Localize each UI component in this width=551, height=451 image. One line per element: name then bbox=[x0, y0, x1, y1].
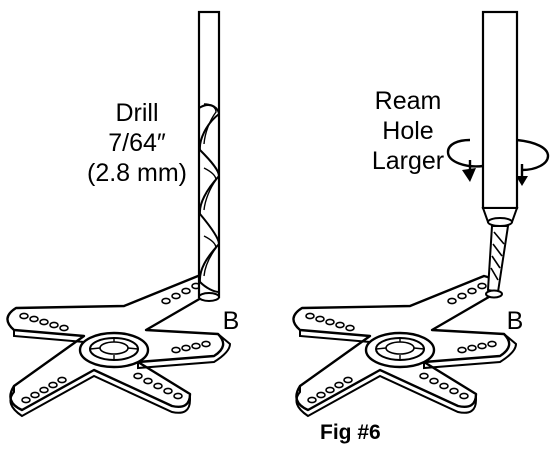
drill-label-line1: Drill bbox=[115, 99, 159, 127]
drill-size-metric: (2.8 mm) bbox=[87, 159, 187, 187]
drill-size-imperial: 7/64″ bbox=[108, 129, 166, 157]
rotation-arrow-icon bbox=[446, 138, 550, 186]
ream-label-line2: Hole bbox=[382, 117, 434, 145]
right-servo-arm bbox=[292, 274, 518, 418]
ream-label-line1: Ream bbox=[374, 87, 442, 115]
figure-caption: Fig #6 bbox=[320, 421, 381, 444]
left-servo-arm bbox=[6, 274, 232, 418]
right-point-label: B bbox=[506, 307, 524, 335]
left-point-label: B bbox=[222, 307, 240, 335]
reamer-icon bbox=[481, 10, 519, 299]
ream-label-line3: Larger bbox=[371, 147, 445, 175]
drill-bit-icon bbox=[197, 10, 221, 302]
